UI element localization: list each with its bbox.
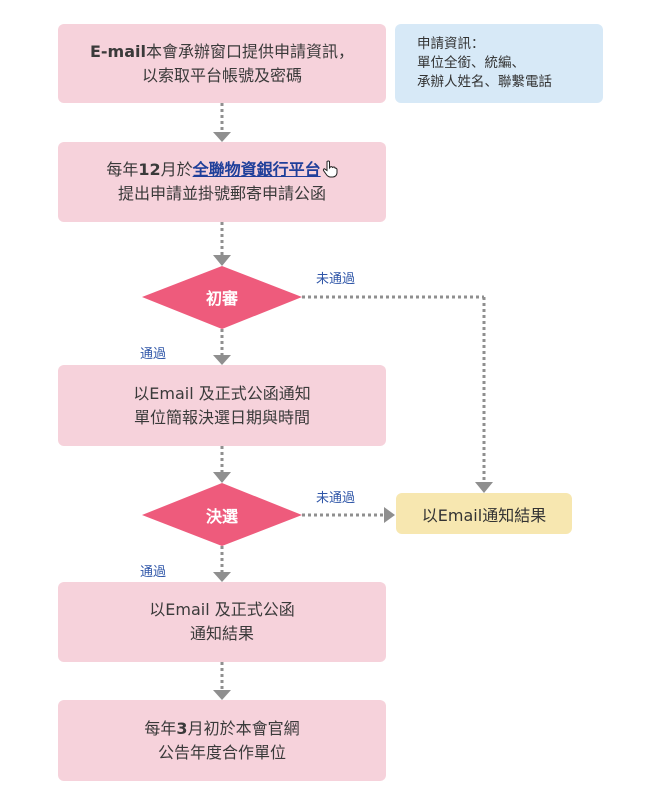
arrowhead-briefing: [213, 355, 231, 365]
pointer-hand-icon: [322, 160, 338, 178]
arrowhead-final: [213, 472, 231, 483]
step-apply-line2: 提出申請並掛號郵寄申請公函: [117, 184, 326, 203]
step-announce-prefix: 每年: [144, 718, 177, 738]
step-apply-prefix: 每年: [106, 160, 139, 179]
step-request-info-line1-text: 本會承辦窗口提供申請資訊，: [146, 41, 355, 61]
decision-initial-label: 初審: [205, 289, 239, 308]
email-text: E-mail: [89, 41, 146, 61]
platform-link[interactable]: 全聯物資銀行平台: [192, 160, 321, 179]
decision-final-diamond: [142, 483, 302, 546]
note-line3: 承辦人姓名、聯繫電話: [417, 74, 552, 90]
arrowhead-initial: [213, 255, 231, 266]
step-apply-line1: 每年12月於全聯物資銀行平台: [106, 158, 338, 182]
step-notify-briefing-line2: 單位簡報決選日期與時間: [133, 407, 310, 427]
note-line1: 申請資訊：: [417, 36, 485, 52]
arrowhead-final-fail: [384, 507, 395, 523]
step-notify-briefing-line1: 以Email 及正式公函通知: [133, 383, 311, 403]
edge-label-final-pass: 通過: [140, 565, 167, 580]
step-announce-month: 3: [176, 718, 188, 738]
step-request-info: E-mail本會承辦窗口提供申請資訊， 以索取平台帳號及密碼: [58, 24, 386, 103]
request-info-note: 申請資訊： 單位全銜、統編、 承辦人姓名、聯繫電話: [395, 24, 603, 103]
decision-final-label: 決選: [205, 507, 239, 526]
step-notify-result: 以Email 及正式公函 通知結果: [58, 582, 386, 662]
arrowhead-initial-fail: [475, 482, 493, 493]
result-email-notice: 以Email通知結果: [396, 493, 572, 534]
step-apply-mid: 月於: [160, 160, 193, 179]
step-request-info-line2: 以索取平台帳號及密碼: [141, 65, 302, 85]
note-line2: 單位全銜、統編、: [417, 55, 525, 71]
step-announce-line2: 公告年度合作單位: [157, 742, 286, 762]
step-apply: 每年12月於全聯物資銀行平台 提出申請並掛號郵寄申請公函: [58, 142, 386, 222]
step-notify-result-line2: 通知結果: [189, 624, 254, 643]
edge-label-final-fail: 未通過: [316, 491, 356, 506]
arrowhead-announce: [213, 690, 231, 700]
step-notify-briefing: 以Email 及正式公函通知 單位簡報決選日期與時間: [58, 365, 386, 446]
decision-initial-diamond: [142, 266, 302, 329]
step-announce: 每年3月初於本會官網 公告年度合作單位: [58, 700, 386, 781]
step-notify-result-line1: 以Email 及正式公函: [149, 600, 295, 619]
step-request-info-line1: E-mail本會承辦窗口提供申請資訊，: [90, 40, 354, 64]
arrowhead-apply: [213, 132, 231, 142]
step-apply-month: 12: [138, 160, 161, 179]
edge-label-initial-fail: 未通過: [316, 272, 356, 287]
arrowhead-result: [213, 572, 231, 582]
step-announce-rest: 月初於本會官網: [187, 718, 300, 738]
edge-label-initial-pass: 通過: [140, 347, 167, 362]
step-announce-line1: 每年3月初於本會官網: [144, 717, 299, 741]
